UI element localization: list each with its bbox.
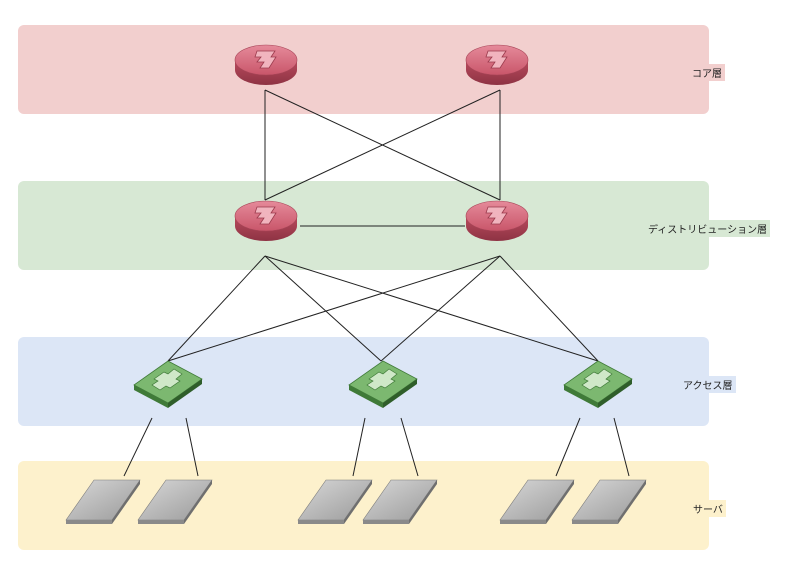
access-switch-icon <box>348 360 418 409</box>
link-line <box>400 417 419 477</box>
link-line <box>555 417 581 477</box>
server-layer-label: サーバ <box>690 500 726 517</box>
access-switch-icon <box>563 360 633 409</box>
link-line <box>264 89 501 201</box>
access-layer-label: アクセス層 <box>680 376 736 393</box>
distribution-router-icon <box>465 200 529 242</box>
link-lines <box>123 89 630 477</box>
core-layer-label: コア層 <box>689 64 725 81</box>
distribution-router-icon <box>234 200 298 242</box>
link-line <box>499 255 599 362</box>
core-router-icon <box>465 44 529 86</box>
core-router-icon <box>234 44 298 86</box>
link-line <box>264 255 599 362</box>
link-line <box>352 417 366 477</box>
distribution-layer-label: ディストリビューション層 <box>645 220 771 237</box>
link-line <box>167 255 501 362</box>
server-icon <box>65 479 141 525</box>
server-icon <box>571 479 647 525</box>
link-line <box>185 417 199 477</box>
link-line <box>380 255 501 362</box>
server-icon <box>499 479 575 525</box>
link-line <box>123 417 153 477</box>
link-line <box>167 255 266 362</box>
server-icon <box>362 479 438 525</box>
link-line <box>264 255 382 362</box>
core-layer-band <box>18 25 709 114</box>
access-switch-icon <box>133 360 203 409</box>
server-icon <box>137 479 213 525</box>
link-line <box>613 417 630 477</box>
server-icon <box>297 479 373 525</box>
